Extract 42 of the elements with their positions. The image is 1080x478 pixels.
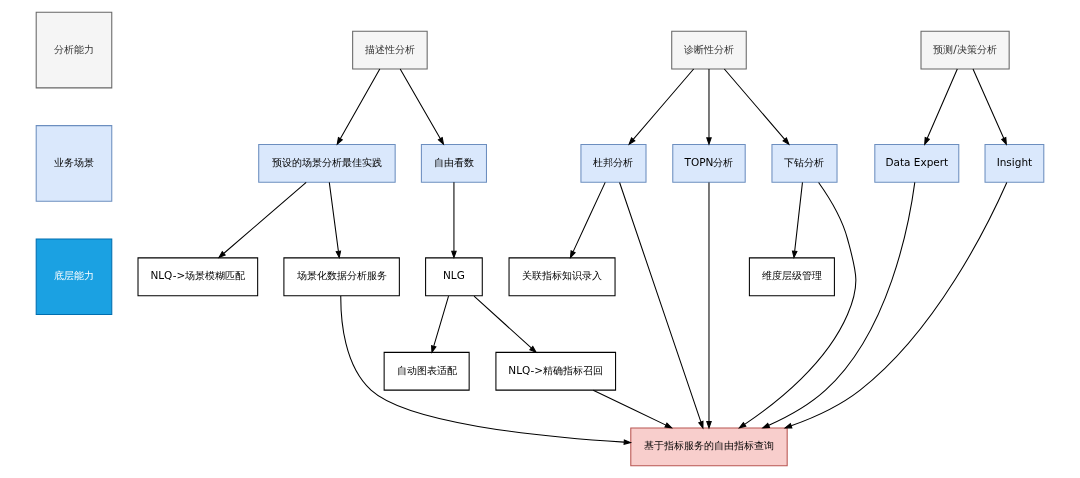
- arrow: [328, 181, 342, 260]
- node-box: Data Expert: [874, 144, 960, 183]
- node-box: 杜邦分析: [580, 144, 647, 183]
- arrow: [431, 295, 450, 354]
- arrow: [619, 181, 704, 430]
- node-box: 场景化数据分析服务: [283, 257, 400, 297]
- node-box: NLG: [425, 257, 483, 297]
- arrow: [723, 68, 790, 146]
- node-box: 预测/决策分析: [920, 30, 1010, 70]
- node-box: 预设的场景分析最佳实践: [258, 144, 396, 183]
- arrow: [783, 181, 1008, 429]
- node-box: 维度层级管理: [748, 257, 835, 297]
- node-box: 描述性分析: [352, 30, 428, 70]
- arrow: [628, 68, 695, 146]
- node-box: 关联指标知识录入: [508, 257, 616, 297]
- arrow: [217, 181, 307, 259]
- arrow: [451, 181, 457, 260]
- arrow: [336, 68, 381, 146]
- arrow: [924, 68, 958, 146]
- arrow: [340, 295, 633, 446]
- node-box: 下钻分析: [771, 144, 838, 183]
- node-box: NLQ->场景模糊匹配: [137, 257, 259, 297]
- arrow: [972, 68, 1007, 146]
- node-box: 自由看数: [420, 144, 487, 183]
- arrow: [761, 181, 916, 429]
- node-box: 基于指标服务的自由指标查询: [630, 427, 788, 467]
- arrow: [473, 295, 538, 354]
- arrow: [399, 68, 445, 146]
- node-box: 底层能力: [35, 238, 113, 316]
- arrow: [791, 181, 803, 260]
- node-box: 业务场景: [35, 125, 113, 202]
- arrow: [738, 182, 857, 429]
- node-box: 分析能力: [35, 11, 113, 89]
- node-box: NLQ->精确指标召回: [495, 351, 617, 391]
- node-box: Insight: [984, 144, 1045, 183]
- arrow: [569, 181, 606, 259]
- arrow: [706, 181, 712, 430]
- node-box: 诊断性分析: [671, 30, 747, 70]
- node-box: 自动图表适配: [383, 351, 470, 391]
- node-box: TOPN分析: [672, 144, 746, 183]
- arrow: [706, 68, 712, 146]
- arrow: [592, 389, 674, 429]
